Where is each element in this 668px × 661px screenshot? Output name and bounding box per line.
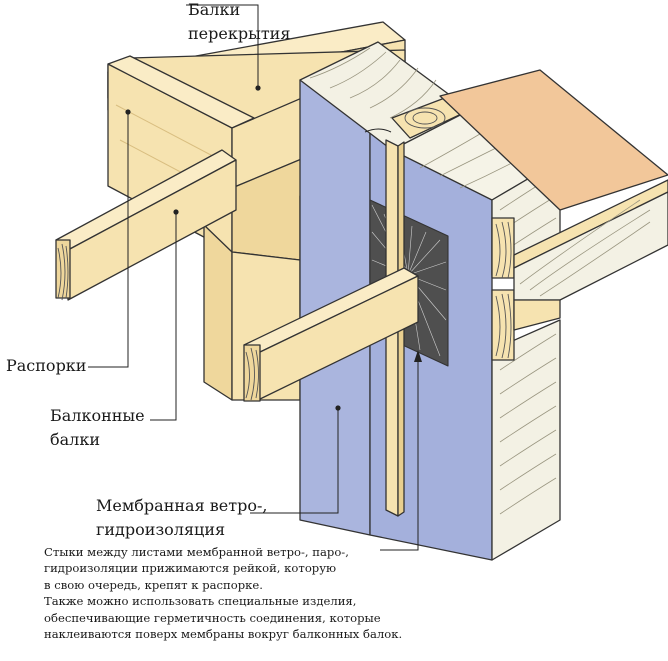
label-balcony-beams: Балконные балки (50, 404, 145, 452)
leader-note (380, 352, 419, 551)
wall-timber-low (491, 289, 515, 361)
dot-balcony-beam (173, 209, 179, 215)
explanatory-note: Стыки между листами мембранной ветро-, п… (44, 544, 464, 642)
label-balcony-beams-line1: Балконные (50, 406, 145, 425)
leader-membrane (250, 408, 339, 514)
label-balcony-beams-line2: балки (50, 430, 100, 449)
note-line-6: наклеиваются поверх мембраны вокруг балк… (44, 627, 403, 642)
balcony-beam-front (243, 267, 419, 402)
wall-timber-mid (491, 217, 515, 279)
leader-dots (125, 85, 422, 411)
label-floor-beams-line1: Балки (188, 0, 241, 19)
note-line-5: обеспечивающие герметичность соединения,… (44, 610, 381, 625)
dot-spacer (125, 109, 131, 115)
label-floor-beams-line2: перекрытия (188, 24, 291, 43)
label-spacers: Распорки (6, 356, 87, 375)
leader-floor-beams (186, 4, 259, 88)
label-membrane: Мембранная ветро-, гидроизоляция (96, 494, 267, 542)
dot-floor-beam (255, 85, 261, 91)
note-line-3: в свою очередь, крепят к распорке. (44, 577, 263, 592)
floor-slab (439, 69, 668, 331)
leader-spacers (88, 112, 129, 368)
dot-membrane (335, 405, 341, 411)
leader-balcony-beams (150, 212, 177, 421)
balcony-beam-left (55, 149, 237, 301)
note-line-2: гидроизоляции прижимаются рейкой, котору… (44, 561, 337, 576)
label-membrane-line2: гидроизоляция (96, 520, 226, 539)
label-floor-beams: Балки перекрытия (188, 0, 290, 46)
leader-batten-tick (364, 128, 392, 133)
note-line-1: Стыки между листами мембранной ветро-, п… (44, 545, 349, 559)
note-line-4: Также можно использовать специальные изд… (44, 594, 357, 609)
label-membrane-line1: Мембранная ветро-, (96, 496, 268, 515)
arrow-note (414, 350, 422, 362)
leader-lines (88, 4, 419, 551)
